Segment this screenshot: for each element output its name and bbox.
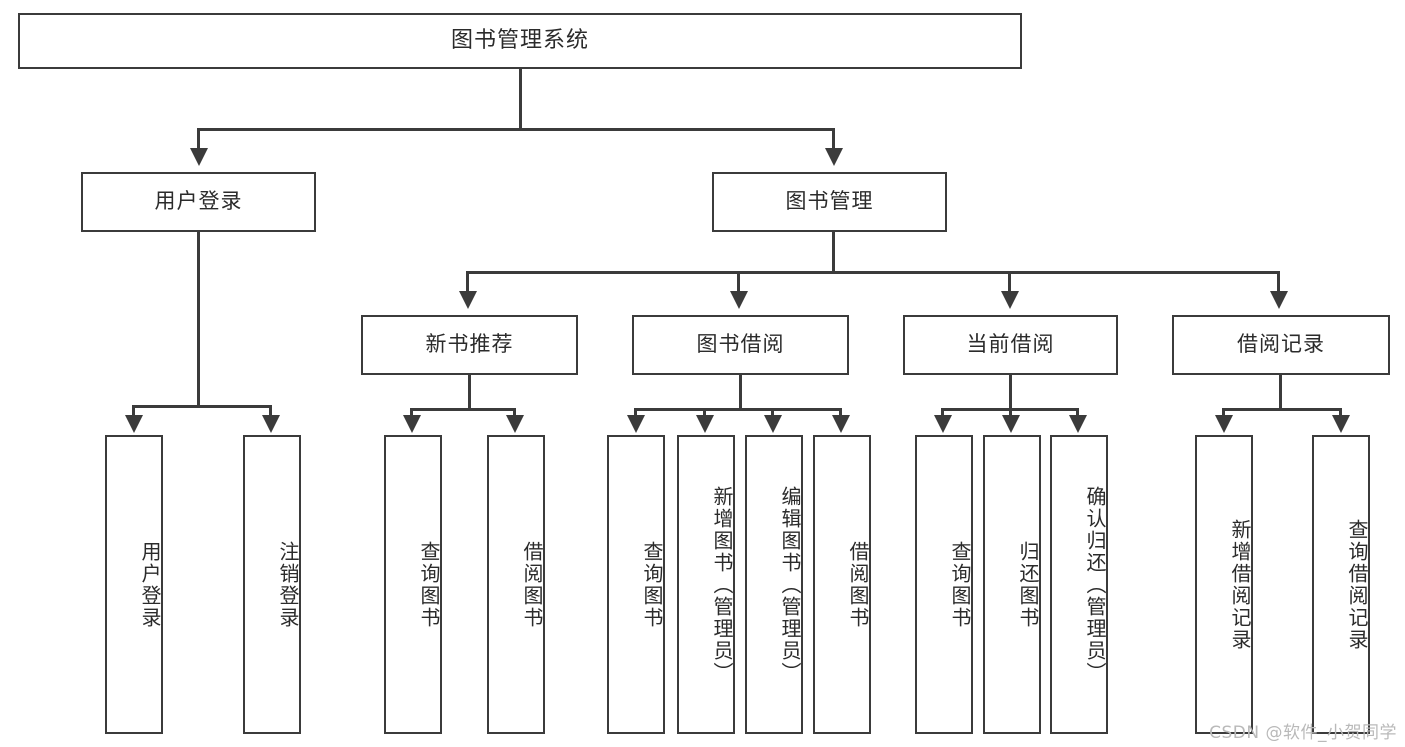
arrowhead-user-login-2 — [262, 415, 280, 433]
node-label: 新增图书（管理员） — [710, 485, 734, 684]
connector-book-borrow-drop-1 — [634, 408, 637, 416]
node-label: 用户登录 — [138, 540, 162, 629]
connector-current-borrow-drop-2 — [1009, 408, 1012, 416]
node-label: 查询借阅记录 — [1345, 518, 1369, 651]
arrowhead-user-login-1 — [125, 415, 143, 433]
leaf-new-book-borrow-book[interactable]: 借阅图书 — [487, 435, 545, 734]
node-label: 用户登录 — [154, 189, 243, 214]
node-label: 编辑图书（管理员） — [778, 485, 802, 684]
connector-level3-drop-4 — [1277, 271, 1280, 292]
connector-level3-drop-1 — [466, 271, 469, 292]
leaf-current-borrow-confirm-return-admin[interactable]: 确认归还（管理员） — [1050, 435, 1108, 734]
connector-book-management-stem — [832, 232, 835, 272]
connector-new-book-drop-1 — [410, 408, 413, 416]
leaf-book-borrow-add-book-admin[interactable]: 新增图书（管理员） — [677, 435, 735, 734]
connector-new-book-stem — [468, 375, 471, 409]
connector-user-login-drop-1 — [132, 405, 135, 416]
node-label: 借阅图书 — [520, 540, 544, 629]
connector-borrow-record-drop-1 — [1222, 408, 1225, 416]
connector-root-stem — [519, 69, 522, 129]
arrowhead-new-book-2 — [506, 415, 524, 433]
node-label: 当前借阅 — [966, 332, 1055, 357]
connector-level3-drop-2 — [737, 271, 740, 292]
connector-borrow-record-bus — [1222, 408, 1342, 411]
connector-new-book-drop-2 — [513, 408, 516, 416]
connector-user-login-bus — [132, 405, 270, 408]
leaf-borrow-record-add-record[interactable]: 新增借阅记录 — [1195, 435, 1253, 734]
arrowhead-current-borrow-3 — [1069, 415, 1087, 433]
connector-current-borrow-drop-1 — [941, 408, 944, 416]
arrowhead-current-borrow-2 — [1002, 415, 1020, 433]
node-label: 新书推荐 — [425, 332, 514, 357]
connector-level3-drop-3 — [1008, 271, 1011, 292]
connector-user-login-stem — [197, 232, 200, 406]
node-current-borrow[interactable]: 当前借阅 — [903, 315, 1118, 375]
arrowhead-level2-1 — [190, 148, 208, 166]
node-root-book-management-system[interactable]: 图书管理系统 — [18, 13, 1022, 69]
connector-book-borrow-drop-2 — [703, 408, 706, 416]
connector-user-login-drop-2 — [269, 405, 272, 416]
leaf-book-borrow-query-book[interactable]: 查询图书 — [607, 435, 665, 734]
node-label: 借阅图书 — [846, 540, 870, 629]
leaf-user-login-logout[interactable]: 注销登录 — [243, 435, 301, 734]
leaf-current-borrow-query-book[interactable]: 查询图书 — [915, 435, 973, 734]
leaf-borrow-record-query-record[interactable]: 查询借阅记录 — [1312, 435, 1370, 734]
leaf-user-login-login[interactable]: 用户登录 — [105, 435, 163, 734]
node-label: 查询图书 — [417, 540, 441, 629]
arrowhead-book-borrow-3 — [764, 415, 782, 433]
node-label: 图书管理 — [785, 189, 874, 214]
csdn-watermark: CSDN @软件_小贺同学 — [1209, 723, 1397, 743]
arrowhead-book-borrow-1 — [627, 415, 645, 433]
node-label: 图书管理系统 — [450, 27, 589, 53]
arrowhead-level3-1 — [459, 291, 477, 309]
connector-new-book-bus — [410, 408, 516, 411]
node-label: 图书借阅 — [696, 332, 785, 357]
leaf-book-borrow-borrow-book[interactable]: 借阅图书 — [813, 435, 871, 734]
node-label: 借阅记录 — [1237, 332, 1325, 357]
arrowhead-current-borrow-1 — [934, 415, 952, 433]
node-label: 归还图书 — [1016, 540, 1040, 629]
connector-book-borrow-drop-3 — [771, 408, 774, 416]
node-label: 查询图书 — [948, 540, 972, 629]
connector-current-borrow-drop-3 — [1076, 408, 1079, 416]
connector-book-borrow-bus — [634, 408, 842, 411]
arrowhead-book-borrow-4 — [832, 415, 850, 433]
arrowhead-book-borrow-2 — [696, 415, 714, 433]
connector-level2-drop-1 — [197, 128, 200, 149]
connector-book-borrow-stem — [739, 375, 742, 409]
arrowhead-borrow-record-2 — [1332, 415, 1350, 433]
node-label: 新增借阅记录 — [1228, 518, 1252, 651]
node-label: 注销登录 — [276, 540, 300, 629]
node-new-book-recommend[interactable]: 新书推荐 — [361, 315, 578, 375]
arrowhead-level2-2 — [825, 148, 843, 166]
connector-level2-bus — [197, 128, 834, 131]
arrowhead-level3-2 — [730, 291, 748, 309]
arrowhead-level3-3 — [1001, 291, 1019, 309]
connector-borrow-record-drop-2 — [1339, 408, 1342, 416]
leaf-current-borrow-return-book[interactable]: 归还图书 — [983, 435, 1041, 734]
node-book-borrow[interactable]: 图书借阅 — [632, 315, 849, 375]
arrowhead-new-book-1 — [403, 415, 421, 433]
leaf-book-borrow-edit-book-admin[interactable]: 编辑图书（管理员） — [745, 435, 803, 734]
node-borrow-record[interactable]: 借阅记录 — [1172, 315, 1390, 375]
arrowhead-level3-4 — [1270, 291, 1288, 309]
arrowhead-borrow-record-1 — [1215, 415, 1233, 433]
connector-level3-bus — [466, 271, 1280, 274]
node-book-management[interactable]: 图书管理 — [712, 172, 947, 232]
leaf-new-book-query-book[interactable]: 查询图书 — [384, 435, 442, 734]
node-label: 查询图书 — [640, 540, 664, 629]
connector-current-borrow-stem — [1009, 375, 1012, 409]
connector-borrow-record-stem — [1279, 375, 1282, 409]
node-user-login[interactable]: 用户登录 — [81, 172, 316, 232]
connector-level2-drop-2 — [832, 128, 835, 149]
connector-book-borrow-drop-4 — [839, 408, 842, 416]
node-label: 确认归还（管理员） — [1083, 485, 1107, 684]
